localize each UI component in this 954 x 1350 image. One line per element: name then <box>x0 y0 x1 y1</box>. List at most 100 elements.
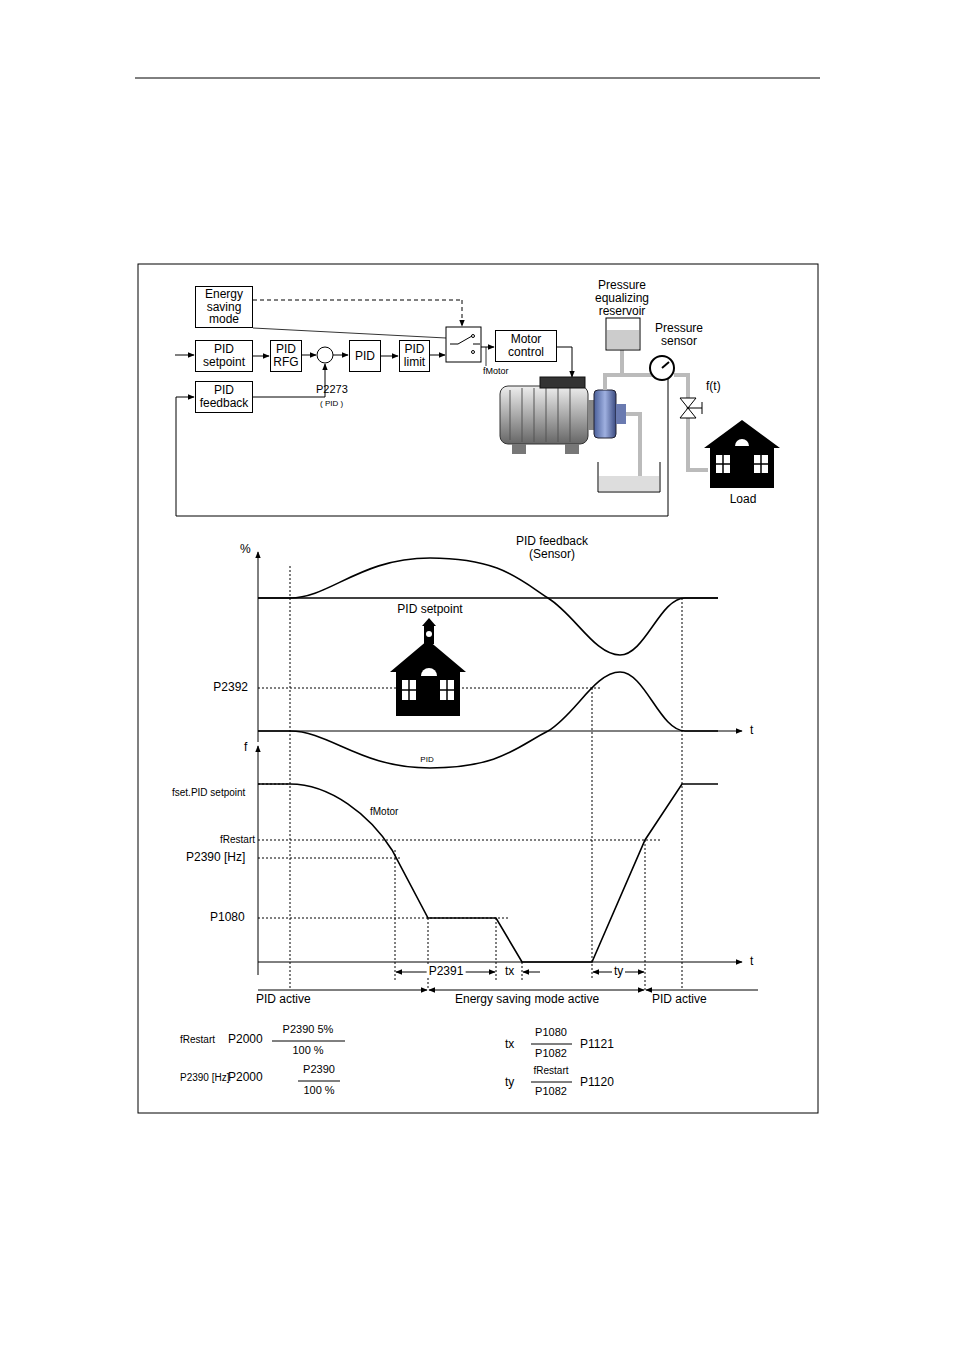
annotation-label: P1082 <box>535 1085 567 1097</box>
block-box: Motor control <box>495 330 557 362</box>
annotation-label: fRestart <box>180 1034 215 1045</box>
block-box: PID feedback <box>195 381 253 413</box>
block-box: PID limit <box>399 340 430 372</box>
illustration-stroke <box>557 347 572 348</box>
illustration-stroke <box>473 344 480 345</box>
annotation-label: P1120 <box>580 1076 614 1089</box>
illustration-stroke <box>176 379 668 516</box>
illustration-stroke <box>650 356 674 380</box>
illustration-stroke <box>395 850 396 980</box>
illustration-stroke <box>682 598 683 990</box>
block-box: PID RFG <box>270 340 302 372</box>
illustration-stroke <box>402 680 416 700</box>
annotation-label: P2273 <box>316 383 348 395</box>
illustration-stroke <box>754 463 768 465</box>
illustration-stroke <box>616 404 626 424</box>
block-label: PID <box>355 350 375 363</box>
illustration-stroke <box>422 618 436 626</box>
illustration-stroke <box>626 414 640 484</box>
illustration-stroke <box>531 1044 572 1045</box>
illustration-stroke <box>258 990 427 991</box>
illustration-stroke <box>486 347 487 366</box>
illustration-stroke <box>510 390 511 440</box>
annotation-label: tx <box>505 1038 514 1051</box>
illustration-stroke <box>588 400 594 430</box>
illustration-stroke <box>426 631 432 637</box>
annotation-label: PID <box>420 756 433 765</box>
block-label: PID feedback <box>198 384 250 409</box>
annotation-label: f <box>244 741 247 754</box>
illustration-stroke <box>534 388 535 442</box>
illustration-stroke <box>440 680 454 700</box>
illustration-stroke <box>390 640 466 716</box>
illustration-stroke <box>620 350 624 375</box>
annotation-label: fMotor <box>483 367 509 377</box>
illustration-stroke <box>446 327 481 362</box>
illustration-stroke <box>546 388 547 442</box>
illustration-stroke <box>175 355 194 356</box>
illustration-stroke <box>258 552 259 742</box>
annotation-label: P2000 <box>228 1071 263 1084</box>
annotation-label: P2390 [Hz] <box>180 1072 229 1083</box>
annotation-label: tx <box>505 965 514 978</box>
illustration-stroke <box>462 300 463 326</box>
illustration-stroke <box>540 377 585 388</box>
block-label: PID limit <box>402 343 427 368</box>
illustration-stroke <box>472 351 475 354</box>
illustration-stroke <box>333 355 348 356</box>
illustration-stroke <box>607 330 639 349</box>
block-box: Energy saving mode <box>195 286 253 328</box>
signal-arrow <box>253 356 269 357</box>
annotation-label: 100 % <box>292 1044 323 1056</box>
illustration-stroke <box>424 626 434 644</box>
annotation-label: PID active <box>256 993 311 1006</box>
illustration-stroke <box>272 1041 345 1042</box>
illustration-stroke <box>599 476 659 491</box>
illustration-stroke <box>135 78 820 79</box>
illustration-stroke <box>253 328 446 338</box>
annotation-label: fRestart <box>220 834 255 845</box>
annotation-label: ( PID ) <box>320 400 343 409</box>
illustration-stroke <box>702 402 703 414</box>
illustration-stroke <box>512 444 526 454</box>
signal-arrow <box>381 356 398 357</box>
illustration-stroke <box>429 990 644 991</box>
annotation-label: P1082 <box>535 1047 567 1059</box>
annotation-label: PID active <box>652 993 707 1006</box>
illustration-stroke <box>458 336 472 344</box>
annotation-label: fRestart <box>533 1065 568 1076</box>
annotation-label: Load <box>730 493 757 506</box>
annotation-label: % <box>240 543 251 556</box>
illustration-stroke <box>754 455 768 473</box>
illustration-stroke <box>522 962 523 980</box>
annotation-label: t <box>750 955 753 968</box>
block-box: PID setpoint <box>195 340 253 372</box>
annotation-label: ty <box>505 1076 514 1089</box>
illustration-stroke <box>258 558 718 655</box>
illustration-stroke <box>440 689 454 691</box>
illustration-stroke <box>258 731 742 732</box>
illustration-stroke <box>572 347 573 377</box>
illustration-stroke <box>735 439 749 446</box>
illustration-stroke <box>138 264 818 1113</box>
annotation-label: 100 % <box>303 1084 334 1096</box>
annotation-label: P2390 <box>303 1063 335 1075</box>
illustration-stroke <box>592 688 593 980</box>
illustration-stroke <box>253 397 325 398</box>
annotation-label: P1121 <box>580 1038 614 1051</box>
illustration-stroke <box>298 1081 340 1082</box>
illustration-stroke <box>253 300 462 301</box>
illustration-stroke <box>606 318 640 350</box>
illustration-stroke <box>688 408 702 409</box>
illustration-stroke <box>402 689 416 691</box>
block-label: PID setpoint <box>198 343 250 368</box>
annotation-label: PID setpoint <box>395 603 464 616</box>
illustration-stroke <box>594 390 616 438</box>
annotation-label: f(t) <box>706 380 721 393</box>
illustration-stroke <box>258 840 660 841</box>
annotation-label: fMotor <box>370 806 398 817</box>
annotation-label: P2390 5% <box>283 1023 334 1035</box>
illustration-stroke <box>317 347 333 363</box>
annotation-label: Energy saving mode active <box>455 993 599 1006</box>
illustration-stroke <box>523 972 540 973</box>
